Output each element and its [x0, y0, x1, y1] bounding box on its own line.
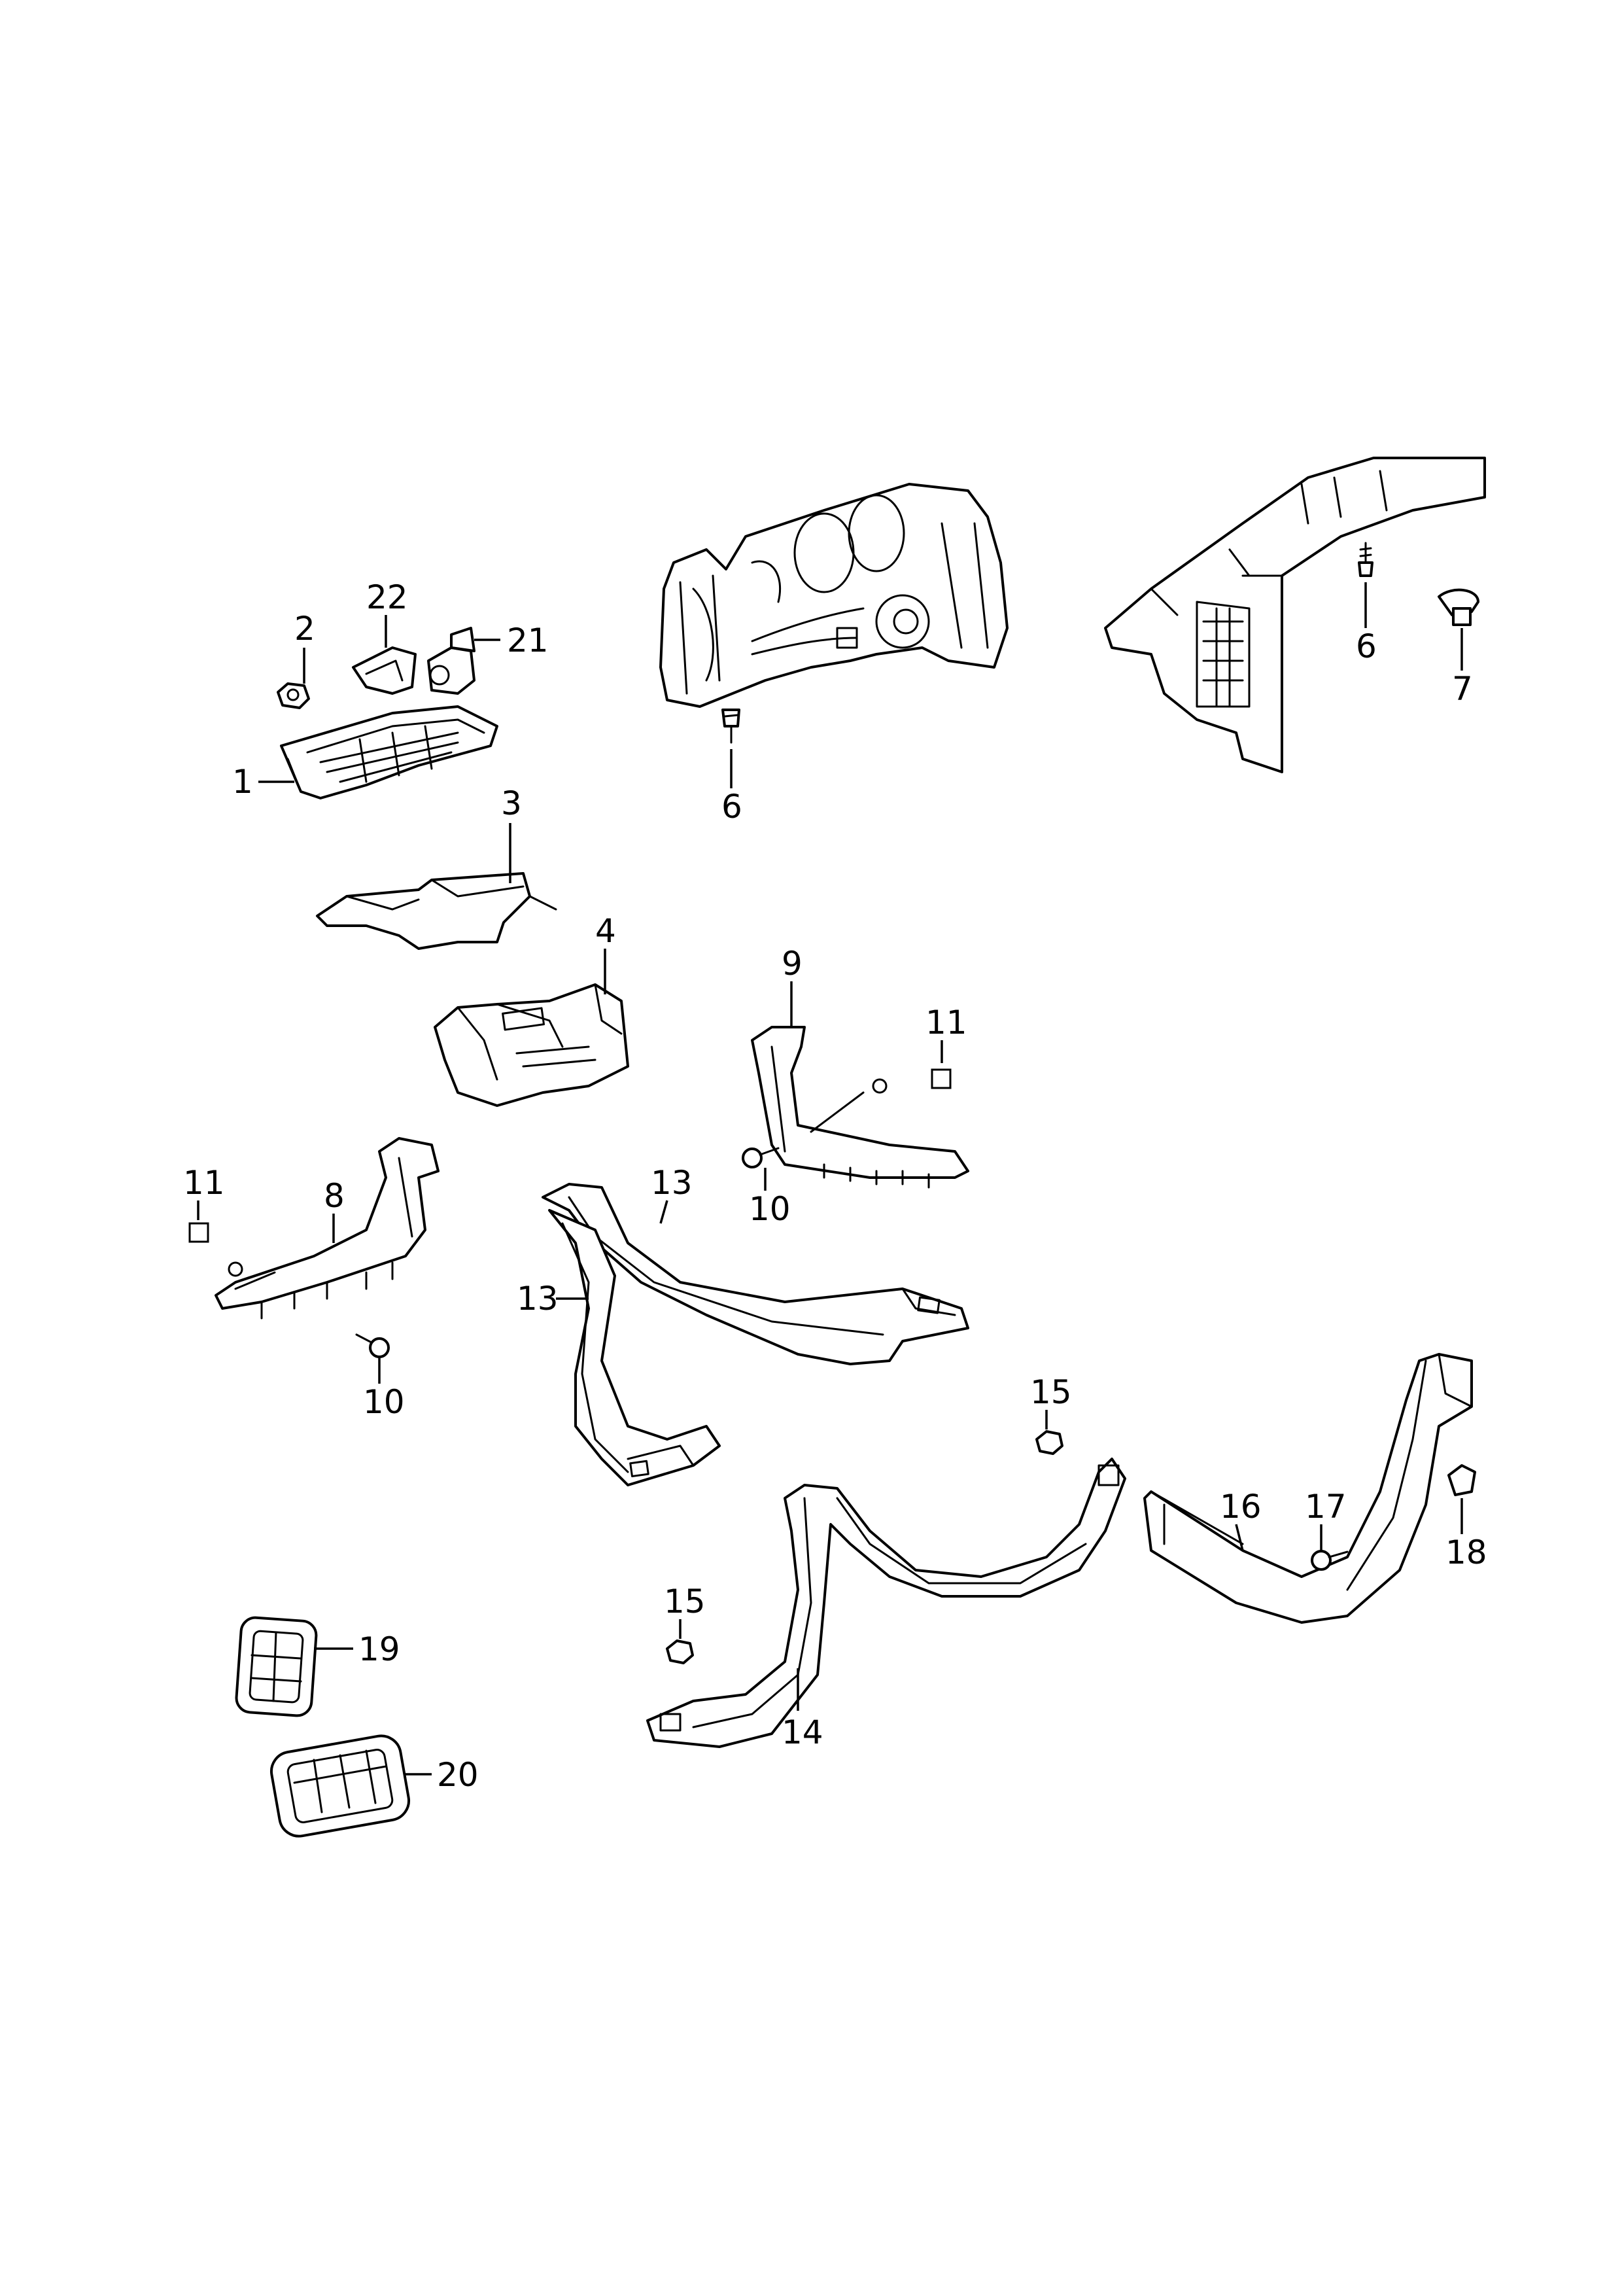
part-9-rear-duct: [751, 1026, 969, 1189]
part-21-sensor: [427, 627, 475, 695]
note-box-11-right: [931, 1068, 952, 1089]
part-3-duct: [316, 872, 557, 950]
callout-10-lower: 10: [363, 1383, 405, 1421]
callout-21: 21: [507, 622, 549, 659]
callout-11-right: 11: [925, 1004, 967, 1042]
callout-labels: 1 2 22 21 3 4 6 6 7 9 11 11 8 10 10 13 1…: [183, 578, 1487, 1794]
part-2-nut: [277, 682, 310, 709]
part-20-grille: [269, 1734, 411, 1838]
callout-13-lower: 13: [517, 1280, 559, 1318]
callout-8: 8: [324, 1177, 345, 1215]
callout-7: 7: [1452, 670, 1473, 708]
callout-6-right: 6: [1356, 627, 1377, 665]
callout-1: 1: [232, 763, 253, 801]
part-13-floor-duct-lower: [548, 1209, 721, 1486]
callout-4: 4: [595, 912, 616, 950]
part-15-nut-lower: [666, 1639, 694, 1664]
part-7-clip: [1438, 588, 1479, 626]
leader-lines: [197, 582, 1463, 1776]
part-22-clip: [352, 646, 417, 695]
part-10-screw-upper: [742, 1147, 780, 1168]
part-15-nut-upper: [1035, 1430, 1063, 1455]
part-18-clip: [1447, 1464, 1476, 1496]
part-13-floor-duct-upper: [542, 1183, 969, 1365]
callout-22: 22: [366, 578, 408, 616]
callout-19: 19: [358, 1630, 400, 1668]
part-16-rear-floor-duct: [1143, 1353, 1473, 1624]
callout-16: 16: [1220, 1488, 1262, 1526]
callout-15-upper: 15: [1030, 1373, 1072, 1411]
callout-18: 18: [1445, 1533, 1487, 1571]
note-box-11-left: [188, 1222, 209, 1243]
callout-3: 3: [501, 784, 522, 822]
callout-2: 2: [294, 610, 315, 648]
part-6-screw-left: [721, 709, 740, 744]
part-10-screw-lower: [355, 1333, 390, 1358]
part-4-center-duct: [434, 983, 629, 1107]
part-14-floor-duct: [646, 1458, 1126, 1748]
part-19-grille: [235, 1616, 318, 1717]
callout-11-left: 11: [183, 1164, 225, 1202]
callout-17: 17: [1305, 1488, 1347, 1526]
callout-6-left: 6: [721, 788, 742, 826]
dashboard-frame-illustration: [659, 483, 1009, 708]
callout-10-upper: 10: [749, 1190, 791, 1228]
callout-15-lower: 15: [664, 1583, 706, 1621]
part-17-screw: [1311, 1550, 1349, 1571]
part-8-rear-duct: [215, 1137, 440, 1320]
callout-20: 20: [437, 1756, 479, 1794]
part-1-vent-housing: [280, 705, 498, 799]
side-frame-illustration: [1104, 457, 1486, 773]
callout-13-upper: 13: [651, 1164, 693, 1202]
part-6-screw-right: [1358, 542, 1373, 577]
callout-14: 14: [782, 1713, 823, 1751]
callout-9: 9: [782, 945, 803, 983]
